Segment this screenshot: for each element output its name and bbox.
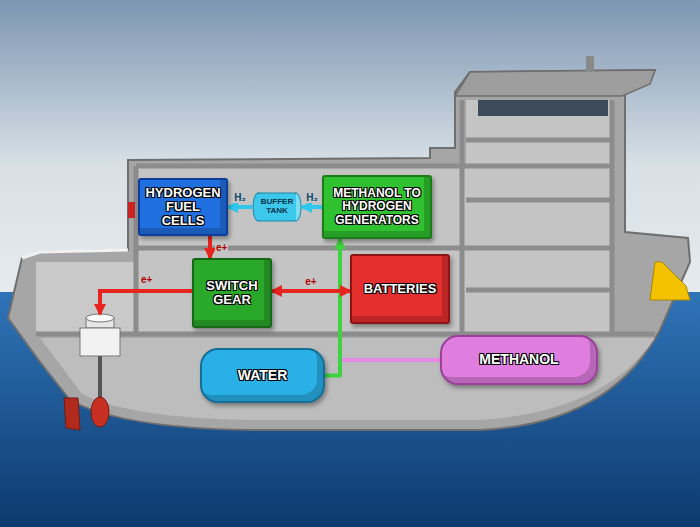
extinguisher — [128, 202, 135, 218]
flow-arrow — [272, 289, 350, 293]
bridge-windows — [478, 100, 608, 116]
flow-label: e+ — [140, 274, 153, 285]
compartment — [36, 262, 136, 332]
node-label: BUFFER TANK — [256, 198, 298, 216]
node-label: BATTERIES — [364, 282, 437, 296]
hull — [8, 70, 690, 430]
node-label: METHANOL — [479, 352, 558, 367]
fuel-cell-box: HYDROGEN FUEL CELLS — [138, 178, 228, 236]
node-label: METHANOL TO HYDROGEN GENERATORS — [328, 187, 426, 227]
flow-label: e+ — [215, 242, 228, 253]
power-arrow — [100, 291, 192, 314]
flow-arrow — [325, 239, 340, 376]
flow-label: H₂ — [233, 192, 247, 203]
buffer-tank: BUFFER TANK — [252, 192, 302, 222]
water-tank: WATER — [200, 348, 325, 403]
methanol-tank: METHANOL — [440, 335, 598, 385]
generator-box: METHANOL TO HYDROGEN GENERATORS — [322, 175, 432, 239]
switchgear-box: SWITCH GEAR — [192, 258, 272, 328]
flow-arrow — [228, 205, 252, 209]
mast — [586, 56, 594, 72]
flow-arrow — [302, 205, 322, 209]
battery-box: BATTERIES — [350, 254, 450, 324]
bridge-roof — [455, 70, 655, 96]
compartment — [466, 100, 612, 166]
crane — [650, 262, 690, 300]
node-label: WATER — [238, 368, 288, 383]
flow-label: e+ — [304, 276, 317, 287]
flow-label: H₂ — [305, 192, 319, 203]
node-label: SWITCH GEAR — [198, 279, 266, 308]
rail — [22, 250, 128, 258]
compartment — [136, 166, 612, 332]
motor — [80, 314, 120, 398]
propeller — [64, 397, 109, 430]
flow-arrow — [208, 236, 212, 258]
node-label: HYDROGEN FUEL CELLS — [144, 186, 222, 229]
deck-lines — [36, 100, 655, 334]
